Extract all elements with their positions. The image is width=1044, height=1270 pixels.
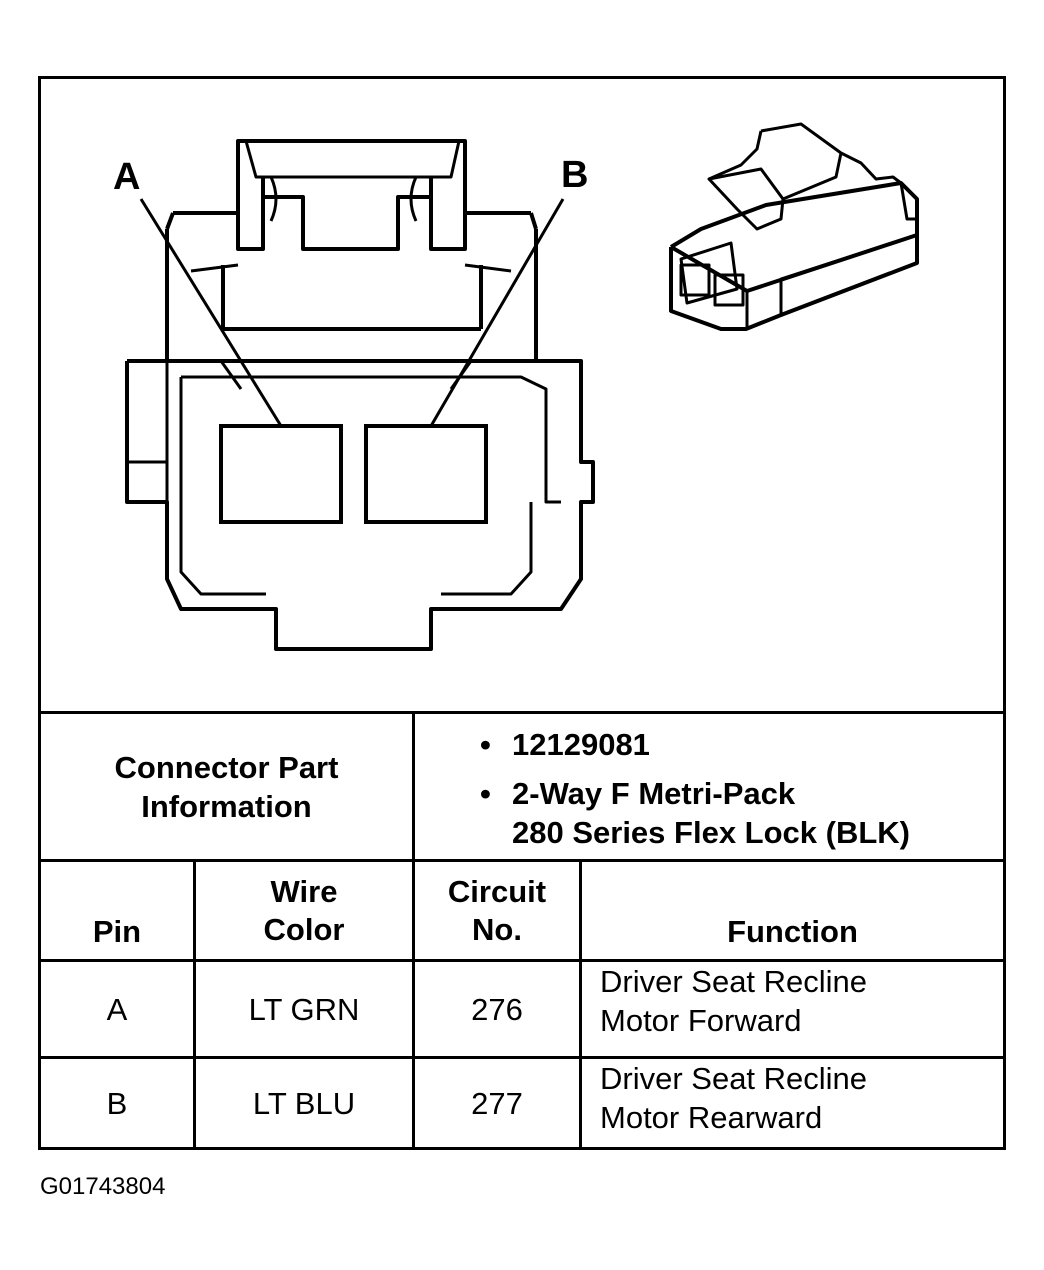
header-pin: Pin: [92, 914, 142, 949]
cavity-b: [364, 424, 488, 524]
connector-part-info-label: Connector Part Information: [41, 714, 412, 859]
table-rule: [41, 959, 1003, 962]
table-rule: [412, 711, 415, 1147]
header-circuit-no: Circuit No.: [447, 873, 547, 947]
leader-line-b: [429, 198, 565, 427]
bullet-icon: •: [480, 776, 491, 811]
connector-figure-frame: A B Connector Part Info: [38, 76, 1006, 1150]
bullet-icon: •: [480, 727, 491, 762]
connector-type-line2: 280 Series Flex Lock (BLK): [512, 815, 910, 850]
header-function: Function: [727, 914, 858, 949]
header-wire-color: Wire Color: [263, 873, 345, 947]
cavity-a: [219, 424, 343, 524]
connector-info-table: Connector Part Information • 12129081 • …: [41, 711, 1003, 1147]
figure-id: G01743804: [40, 1173, 166, 1200]
table-rule: [41, 859, 1003, 862]
table-rule: [41, 711, 1003, 714]
table-rule: [193, 859, 196, 1147]
row-b-pin: B: [106, 1085, 128, 1121]
row-b-function: Driver Seat Recline Motor Rearward: [600, 1061, 868, 1135]
table-rule: [579, 859, 582, 1147]
table-rule: [41, 1056, 1003, 1059]
row-a-pin: A: [106, 991, 128, 1027]
row-a-wire-color: LT GRN: [248, 991, 360, 1027]
connector-type-line1: 2-Way F Metri-Pack: [512, 776, 796, 811]
part-number: 12129081: [512, 727, 650, 762]
connector-face-outline: [125, 139, 595, 651]
pin-label-b: B: [561, 154, 588, 196]
connector-part-label-line2: Information: [141, 788, 312, 824]
row-b-circuit: 277: [471, 1085, 523, 1121]
pin-label-a: A: [113, 156, 140, 198]
row-a-circuit: 276: [471, 991, 523, 1027]
connector-part-label-line1: Connector Part: [114, 749, 339, 785]
row-b-wire-color: LT BLU: [252, 1085, 356, 1121]
connector-part-bullets: • 12129081 • 2-Way F Metri-Pack 280 Seri…: [474, 725, 994, 862]
connector-type-item: • 2-Way F Metri-Pack 280 Series Flex Loc…: [474, 774, 994, 852]
row-a-function: Driver Seat Recline Motor Forward: [600, 964, 868, 1038]
connector-isometric-view: [669, 122, 919, 331]
leader-line-a: [139, 198, 283, 427]
connector-drawing: A B: [113, 122, 919, 651]
part-number-item: • 12129081: [474, 725, 994, 764]
